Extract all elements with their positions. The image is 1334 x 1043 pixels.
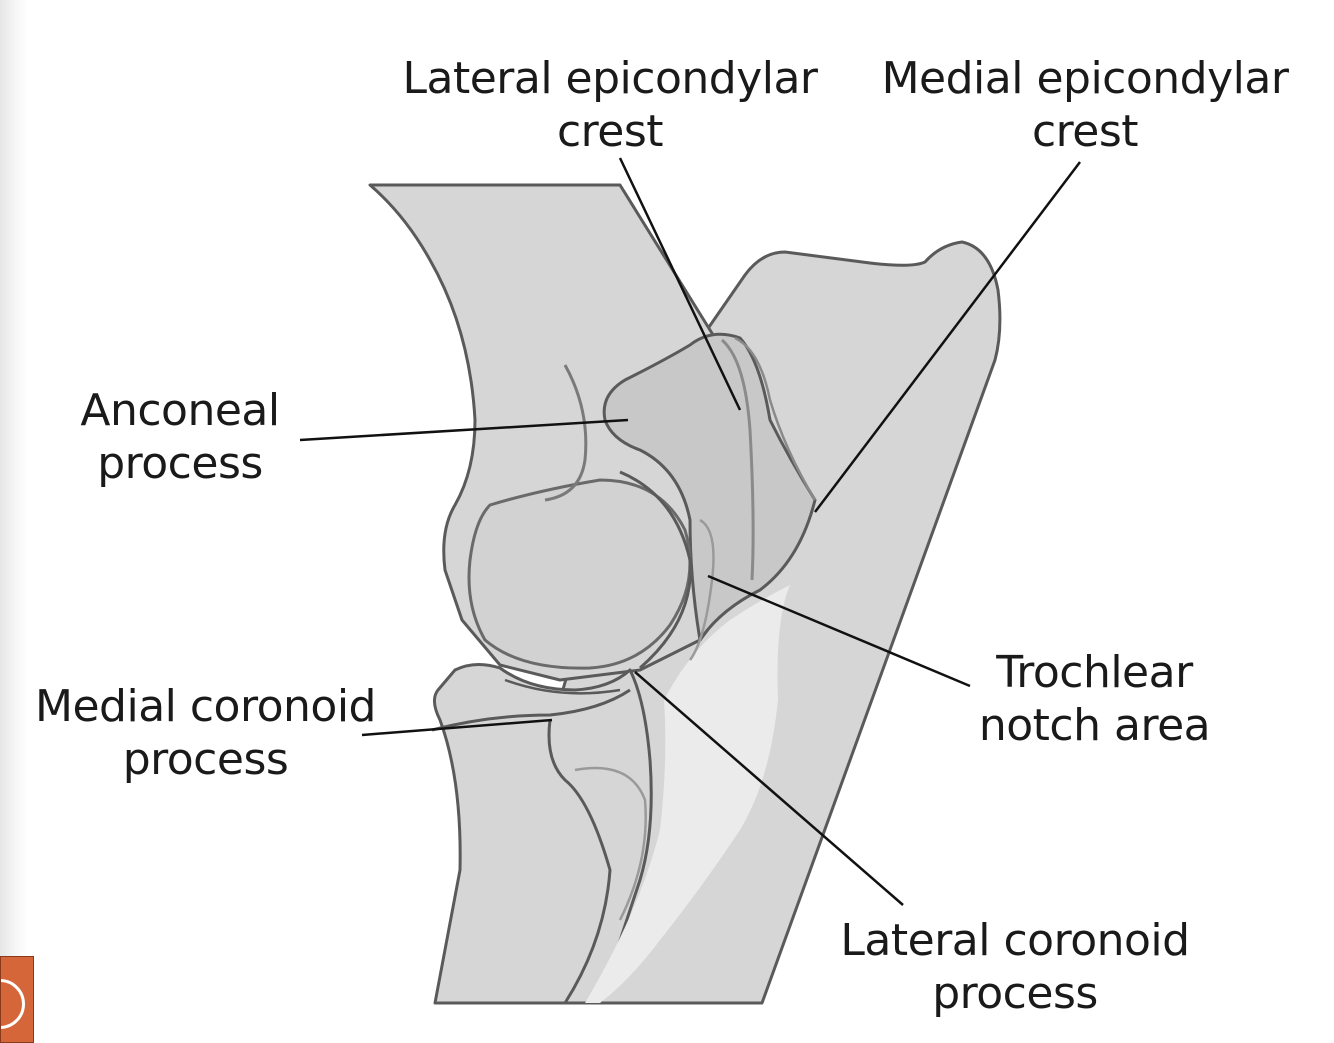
ulna-inner-ridge — [720, 338, 755, 581]
label-medial-epicondylar-crest: Medial epicondylar crest — [881, 53, 1289, 157]
label-trochlear-notch-area: Trochlear notch area — [978, 647, 1211, 751]
leader-anconeal-process — [299, 418, 629, 442]
leader-medial-epicondylar-crest — [814, 161, 1081, 513]
page-left-edge — [0, 0, 28, 1043]
circle-icon — [1, 979, 25, 1029]
leader-lateral-coronoid-process — [634, 671, 904, 906]
trochlear-arc — [619, 470, 692, 670]
ulna-edge-ridge — [734, 336, 817, 501]
coronoid-faint-line — [688, 518, 715, 661]
radius-faint-line — [574, 766, 647, 921]
ulna-highlight — [585, 585, 790, 1003]
label-lateral-coronoid-process: Lateral coronoid process — [840, 915, 1190, 1019]
radius-head-line — [431, 688, 631, 732]
humeral-condyle — [467, 478, 692, 670]
leader-medial-coronoid-process — [361, 718, 553, 737]
corner-nav-button[interactable] — [0, 956, 34, 1043]
radius-inner-line — [547, 719, 612, 1004]
leader-lateral-epicondylar-crest — [618, 157, 742, 411]
radius-shaft — [433, 663, 653, 1005]
label-lateral-epicondylar-crest: Lateral epicondylar crest — [402, 53, 818, 157]
humerus-inner-contour — [544, 364, 588, 502]
joint-gap-line — [504, 678, 621, 695]
label-anconeal-process: Anconeal process — [80, 385, 280, 489]
anconeal-region — [602, 332, 817, 642]
leader-trochlear-notch-area — [707, 574, 971, 688]
label-medial-coronoid-process: Medial coronoid process — [35, 681, 376, 785]
